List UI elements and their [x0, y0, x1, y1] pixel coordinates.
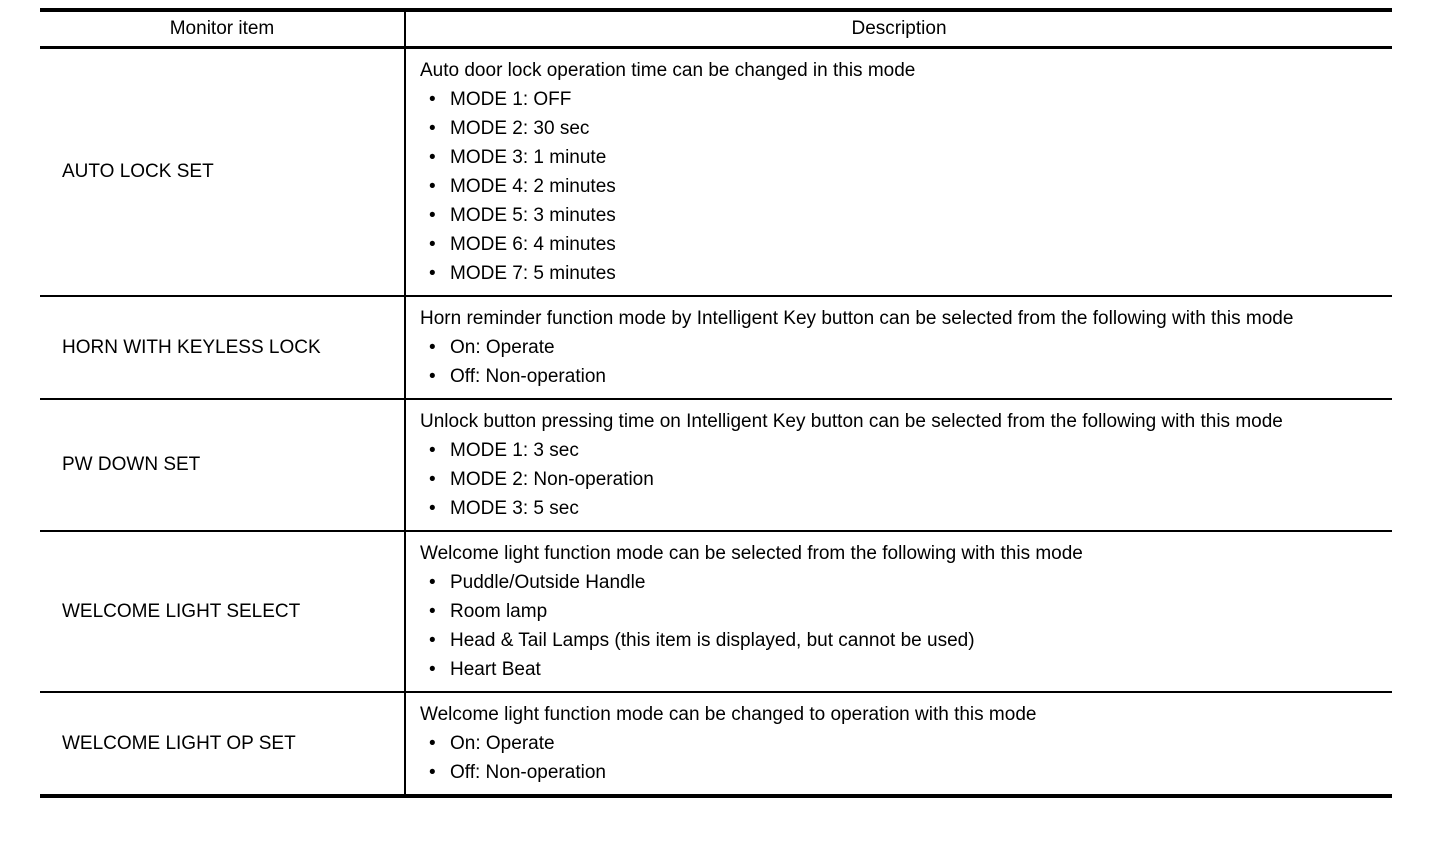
- bullet-item: Heart Beat: [420, 655, 1380, 684]
- bullet-list: MODE 1: 3 secMODE 2: Non-operationMODE 3…: [420, 436, 1380, 523]
- description-intro: Auto door lock operation time can be cha…: [420, 59, 916, 81]
- description-intro: Unlock button pressing time on Intellige…: [420, 410, 1283, 432]
- bullet-item: MODE 2: Non-operation: [420, 465, 1380, 494]
- monitor-item-table: Monitor item Description AUTO LOCK SET A…: [40, 8, 1392, 798]
- description-intro: Welcome light function mode can be selec…: [420, 542, 1083, 564]
- bullet-item: MODE 3: 1 minute: [420, 143, 1380, 172]
- description-cell: Horn reminder function mode by Intellige…: [405, 294, 1392, 399]
- bullet-item: MODE 3: 5 sec: [420, 494, 1380, 523]
- table-row-welcome-light-op-set: WELCOME LIGHT OP SET Welcome light funct…: [40, 690, 1392, 796]
- bullet-item: MODE 7: 5 minutes: [420, 259, 1380, 288]
- bullet-item: MODE 1: OFF: [420, 85, 1380, 114]
- table-row-pw-down-set: PW DOWN SET Unlock button pressing time …: [40, 397, 1392, 531]
- bullet-list: On: OperateOff: Non-operation: [420, 729, 1380, 787]
- monitor-item-label: HORN WITH KEYLESS LOCK: [62, 336, 321, 358]
- header-description: Description: [405, 10, 1392, 49]
- bullet-item: Room lamp: [420, 597, 1380, 626]
- header-row: Monitor item Description: [40, 10, 1392, 49]
- table-body: AUTO LOCK SET Auto door lock operation t…: [40, 47, 1392, 796]
- table-header: Monitor item Description: [40, 10, 1392, 49]
- monitor-item-cell: WELCOME LIGHT OP SET: [40, 690, 406, 796]
- table-row-welcome-light-select: WELCOME LIGHT SELECT Welcome light funct…: [40, 529, 1392, 692]
- bullet-item: On: Operate: [420, 729, 1380, 758]
- monitor-item-cell: HORN WITH KEYLESS LOCK: [40, 294, 406, 399]
- bullet-item: Off: Non-operation: [420, 758, 1380, 787]
- header-monitor-item: Monitor item: [40, 10, 406, 49]
- table-row-auto-lock-set: AUTO LOCK SET Auto door lock operation t…: [40, 47, 1392, 296]
- monitor-item-label: WELCOME LIGHT OP SET: [62, 732, 296, 754]
- bullet-item: Puddle/Outside Handle: [420, 568, 1380, 597]
- bullet-item: Off: Non-operation: [420, 362, 1380, 391]
- bullet-list: Puddle/Outside HandleRoom lampHead & Tai…: [420, 568, 1380, 684]
- description-cell: Welcome light function mode can be chang…: [405, 690, 1392, 796]
- bullet-item: On: Operate: [420, 333, 1380, 362]
- bullet-item: MODE 1: 3 sec: [420, 436, 1380, 465]
- bullet-item: MODE 6: 4 minutes: [420, 230, 1380, 259]
- bullet-list: On: OperateOff: Non-operation: [420, 333, 1380, 391]
- bullet-item: MODE 4: 2 minutes: [420, 172, 1380, 201]
- monitor-item-cell: AUTO LOCK SET: [40, 47, 406, 296]
- monitor-item-label: AUTO LOCK SET: [62, 161, 214, 182]
- description-cell: Unlock button pressing time on Intellige…: [405, 397, 1392, 531]
- bullet-item: MODE 5: 3 minutes: [420, 201, 1380, 230]
- description-cell: Welcome light function mode can be selec…: [405, 529, 1392, 692]
- table-row-horn-with-keyless-lock: HORN WITH KEYLESS LOCK Horn reminder fun…: [40, 294, 1392, 399]
- monitor-item-cell: PW DOWN SET: [40, 397, 406, 531]
- description-intro: Horn reminder function mode by Intellige…: [420, 307, 1294, 329]
- monitor-item-cell: WELCOME LIGHT SELECT: [40, 529, 406, 692]
- description-intro: Welcome light function mode can be chang…: [420, 703, 1037, 725]
- bullet-item: MODE 2: 30 sec: [420, 114, 1380, 143]
- monitor-item-label: WELCOME LIGHT SELECT: [62, 600, 301, 622]
- bullet-item: Head & Tail Lamps (this item is displaye…: [420, 626, 1380, 655]
- description-cell: Auto door lock operation time can be cha…: [405, 47, 1392, 296]
- bullet-list: MODE 1: OFFMODE 2: 30 secMODE 3: 1 minut…: [420, 85, 1380, 288]
- monitor-item-label: PW DOWN SET: [62, 454, 201, 475]
